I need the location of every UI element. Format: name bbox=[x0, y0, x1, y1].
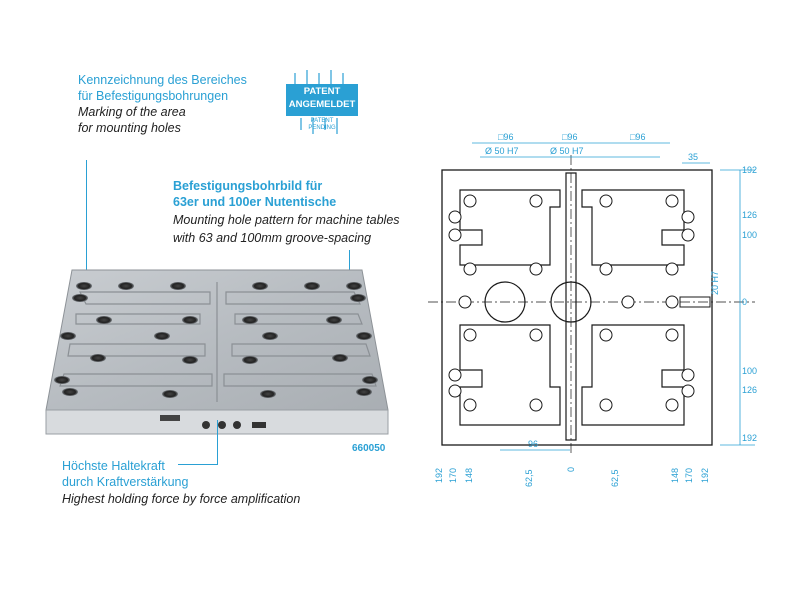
dim-bottom-3: 148 bbox=[464, 468, 474, 483]
dim-right-4: 0 bbox=[742, 297, 747, 307]
holding-callout-line-v bbox=[217, 420, 218, 464]
marking-title-de-2: für Befestigungsbohrungen bbox=[78, 89, 229, 103]
dim-bottom-2: 170 bbox=[448, 468, 458, 483]
pattern-title-en-2: with 63 and 100mm groove-spacing bbox=[173, 231, 372, 245]
dim-top2-2: Ø 50 H7 bbox=[550, 146, 584, 156]
dim-top-2: □96 bbox=[562, 132, 577, 142]
pattern-title-de-2: 63er und 100er Nutentische bbox=[173, 195, 337, 209]
dim-top-right: 35 bbox=[688, 152, 698, 162]
plate-outline bbox=[441, 169, 713, 446]
holding-title-en-1: Highest holding force by force amplifica… bbox=[62, 492, 301, 506]
marking-title-en-1: Marking of the area bbox=[78, 105, 186, 119]
dim-bottom-4: 62,5 bbox=[524, 469, 534, 487]
dim-right-2: 126 bbox=[742, 210, 757, 220]
pattern-title-de-1: Befestigungsbohrbild für bbox=[173, 179, 323, 193]
dim-bottom-7: 148 bbox=[670, 468, 680, 483]
bore-left bbox=[484, 281, 526, 323]
dim-right-3: 100 bbox=[742, 230, 757, 240]
dim-right-7: 192 bbox=[742, 433, 757, 443]
patent-sub-1: PATENT bbox=[310, 118, 334, 124]
groove-bottom-left bbox=[459, 324, 561, 426]
dim-right-5: 100 bbox=[742, 366, 757, 376]
marking-callout-line bbox=[86, 160, 87, 278]
dim-right-6: 126 bbox=[742, 385, 757, 395]
holding-title-de-1: Höchste Haltekraft bbox=[62, 459, 165, 473]
part-number: 660050 bbox=[352, 443, 386, 454]
dim-top-3: □96 bbox=[630, 132, 645, 142]
patent-badge-graphic bbox=[286, 70, 358, 134]
dim-bottom-1: 192 bbox=[434, 468, 444, 483]
dim-bottom-inner: 96 bbox=[528, 439, 538, 449]
holding-title-de-2: durch Kraftverstärkung bbox=[62, 475, 189, 489]
pattern-title-en-1: Mounting hole pattern for machine tables bbox=[173, 213, 400, 227]
dim-top-1: □96 bbox=[498, 132, 513, 142]
product-photo bbox=[45, 269, 389, 435]
patent-line-1: PATENT bbox=[303, 86, 341, 97]
marking-title-en-2: for mounting holes bbox=[78, 121, 181, 135]
dim-bottom-6: 62,5 bbox=[610, 469, 620, 487]
patent-badge: PATENT ANGEMELDET PATENT PENDING bbox=[283, 68, 361, 140]
technical-drawing: □96 □96 □96 Ø 50 H7 Ø 50 H7 35 192 126 1… bbox=[428, 132, 757, 487]
holding-callout-line-h bbox=[178, 464, 218, 465]
dim-bottom-5: 0 bbox=[566, 467, 576, 472]
center-slot bbox=[565, 172, 577, 441]
patent-line-2: ANGEMELDET bbox=[288, 99, 356, 110]
dim-bottom-9: 192 bbox=[700, 468, 710, 483]
dim-right-fit: 20 H7 bbox=[710, 271, 720, 295]
patent-sub-2: PENDING bbox=[308, 125, 336, 131]
dim-bottom-8: 170 bbox=[684, 468, 694, 483]
dim-top2-1: Ø 50 H7 bbox=[485, 146, 519, 156]
bore-center bbox=[550, 281, 592, 323]
groove-top-left bbox=[459, 189, 561, 266]
marking-title-de-1: Kennzeichnung des Bereiches bbox=[78, 73, 247, 87]
dim-right-1: 192 bbox=[742, 165, 757, 175]
